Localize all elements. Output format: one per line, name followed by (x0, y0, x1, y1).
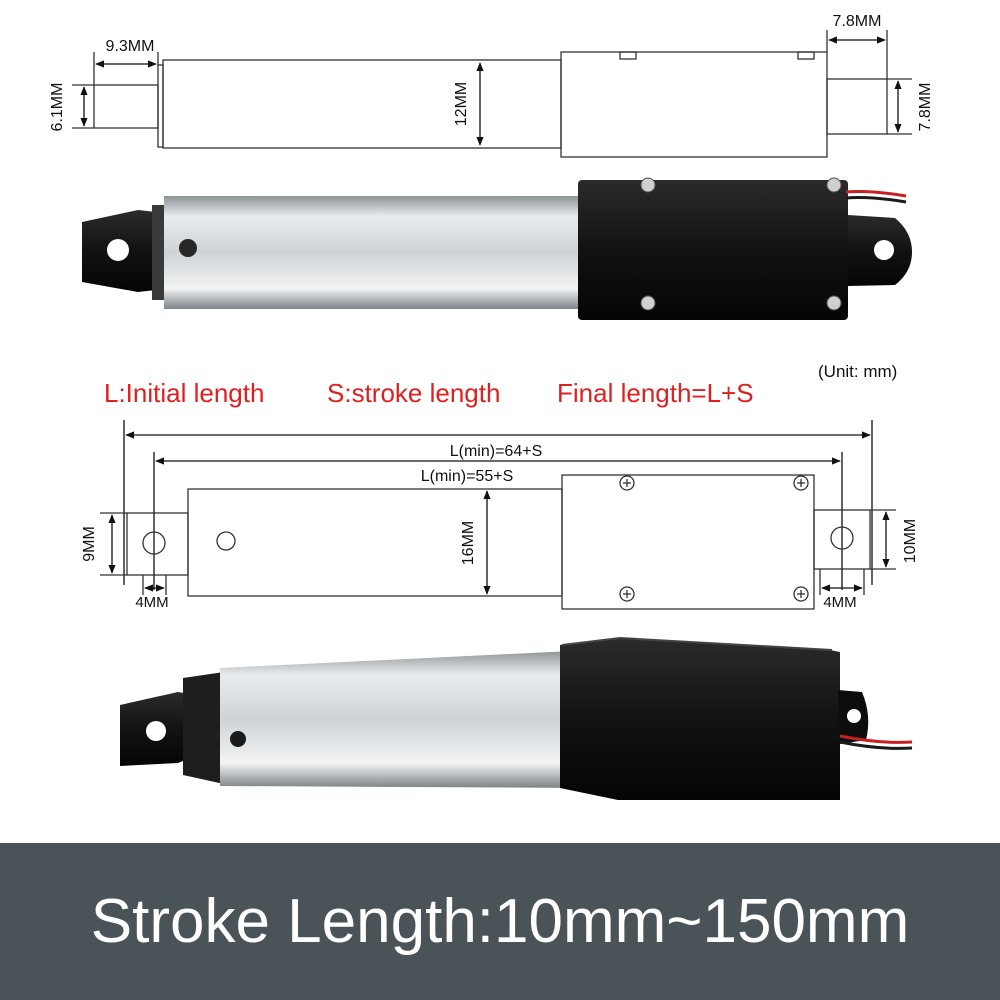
mid-screw-2 (793, 475, 809, 491)
mid-dimension-lines (123, 420, 873, 590)
unit-label: (Unit: mm) (818, 362, 898, 381)
top-dim-motor-width: 7.8MM (833, 13, 882, 30)
mid-screw-4 (793, 586, 809, 602)
bottom-tube (220, 650, 592, 788)
legend-initial-length: L:Initial length (104, 378, 265, 408)
top-rear-eye-hole (874, 240, 894, 260)
mid-dim-hole-right: 4MM (823, 594, 856, 611)
top-dim-rod-dia: 6.1MM (49, 83, 66, 132)
bottom-rear-eye-hole (847, 709, 861, 723)
top-line-drawing (72, 30, 912, 158)
top-motor-housing (578, 180, 848, 320)
top-motor-screw-4 (826, 295, 842, 311)
top-rod-eye-hole (107, 239, 129, 261)
mid-rear-eye-outline (813, 509, 871, 570)
top-clip-1 (619, 51, 637, 60)
mid-dim-tab-left: 9MM (81, 526, 98, 562)
top-tube-screw (179, 239, 197, 257)
mid-dim-body: 16MM (460, 521, 477, 565)
top-dim-body: 12MM (453, 82, 470, 126)
stroke-length-banner: Stroke Length:10mm~150mm (0, 843, 1000, 1000)
mid-line-drawing (100, 474, 896, 610)
mid-tube-outline (187, 488, 563, 597)
legend-stroke-length: S:stroke length (327, 378, 501, 408)
top-motor-screw-2 (826, 177, 842, 193)
mid-dimension-arrows (108, 490, 890, 595)
banner-text: Stroke Length:10mm~150mm (90, 887, 910, 956)
mid-dim-holes: L(min)=55+S (421, 468, 514, 485)
mid-rod-eye-outline (126, 512, 189, 576)
top-wire-black (845, 196, 907, 204)
top-motor-outline (560, 51, 828, 158)
mid-dim-hole-left: 4MM (135, 594, 168, 611)
mid-screw-1 (619, 475, 635, 491)
top-wire-red (845, 190, 907, 198)
top-motor-screw-1 (640, 177, 656, 193)
mid-screw-3 (619, 586, 635, 602)
top-product-photo (82, 177, 912, 320)
mid-tube-screw (216, 531, 236, 551)
mid-dim-tab-right: 10MM (902, 519, 919, 563)
mid-motor-outline (561, 474, 815, 610)
legend-final-length: Final length=L+S (557, 378, 754, 408)
top-plug-outline (826, 78, 888, 135)
bottom-motor-housing (560, 638, 840, 800)
top-rod-outline (93, 84, 159, 129)
top-collar-outline (157, 64, 164, 148)
top-dim-rod-length: 9.3MM (106, 38, 155, 55)
bottom-rod-eye-hole (146, 721, 166, 741)
top-tube-outline (162, 59, 562, 149)
mid-dim-total: L(min)=64+S (450, 443, 543, 460)
top-clip-2 (797, 51, 815, 60)
bottom-product-photo (120, 636, 913, 800)
bottom-wire-red (839, 734, 913, 744)
top-tube (164, 196, 580, 309)
top-motor-screw-3 (640, 295, 656, 311)
mid-rod-eye-hole (142, 531, 166, 555)
mid-rear-eye-hole (830, 526, 854, 550)
bottom-collar (183, 672, 224, 784)
top-dimension-arrows (80, 36, 902, 146)
bottom-wire-black (839, 740, 913, 750)
bottom-tube-screw (230, 731, 246, 747)
top-dim-motor-height: 7.8MM (917, 83, 934, 132)
